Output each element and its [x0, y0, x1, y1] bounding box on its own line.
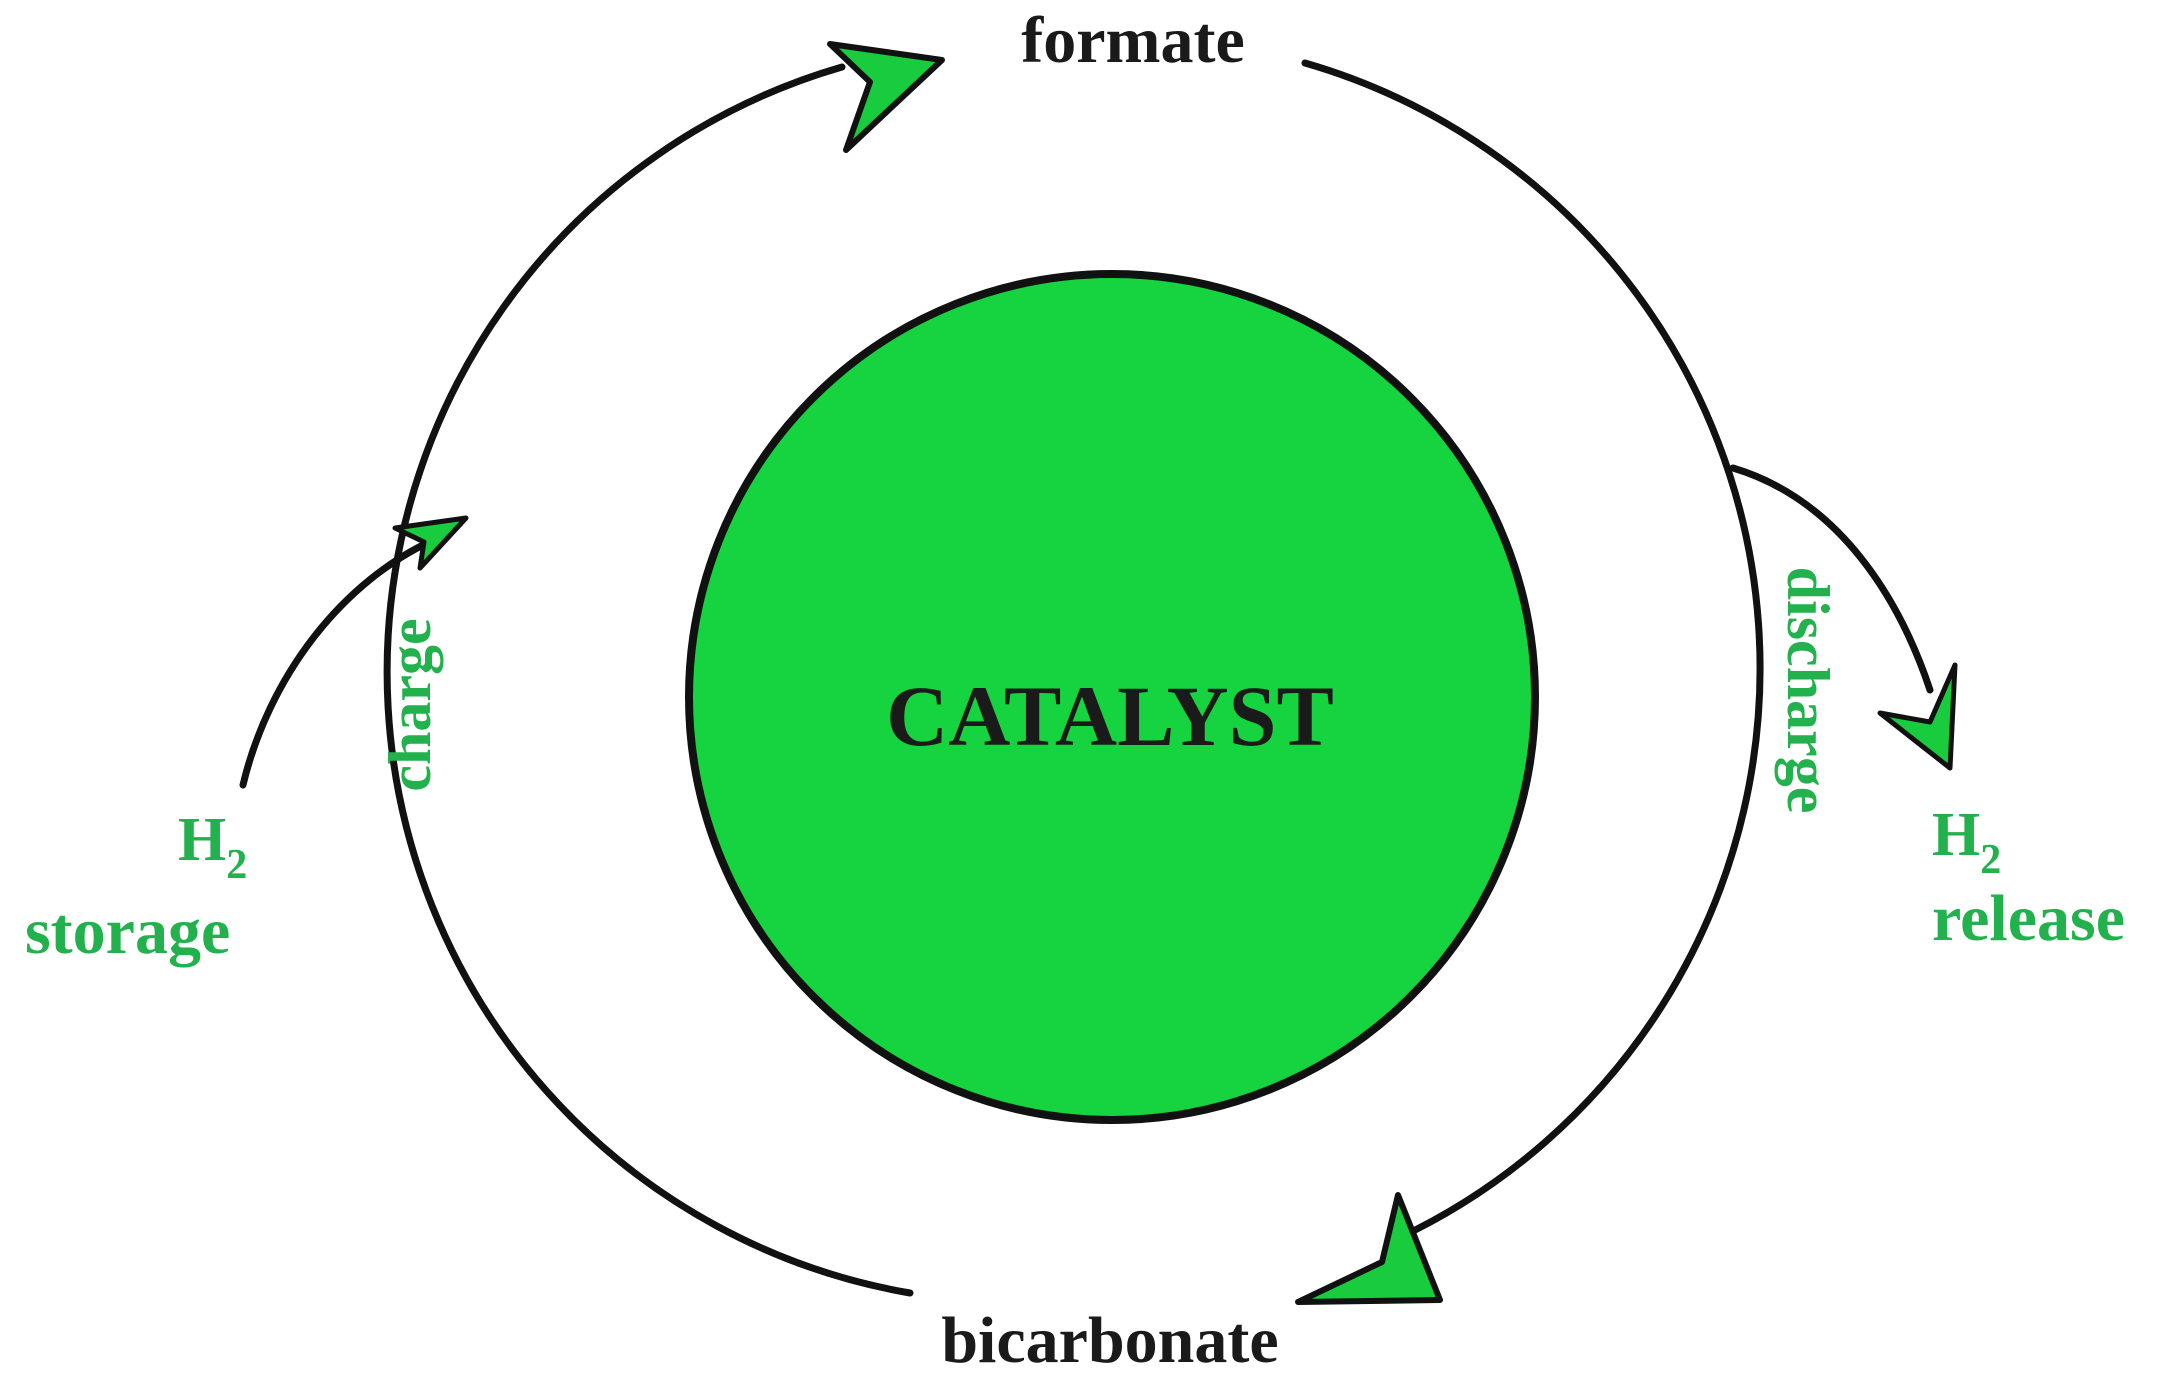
- h2-storage-word: storage: [25, 895, 230, 968]
- right-cycle-arc: [1301, 59, 1764, 1247]
- storage-input-arrow: [239, 533, 444, 789]
- discharge-label: discharge: [1775, 567, 1841, 814]
- bottom-right-arrowhead: [1295, 1192, 1443, 1305]
- formate-label: formate: [1021, 4, 1245, 77]
- catalyst-label: CATALYST: [886, 668, 1334, 764]
- h2-storage-formula: H2: [178, 806, 247, 888]
- bicarbonate-label: bicarbonate: [941, 1304, 1278, 1377]
- h2-release-word: release: [1932, 882, 2125, 955]
- top-left-arrowhead: [827, 41, 945, 153]
- charge-label: charge: [377, 618, 443, 791]
- release-arrowhead: [1877, 662, 1958, 771]
- release-output-arrow: [1729, 464, 1934, 694]
- left-cycle-arc: [383, 63, 914, 1297]
- catalyst-circle: [685, 270, 1539, 1124]
- storage-arrowhead: [392, 515, 469, 571]
- h2-release-formula: H2: [1932, 801, 2001, 883]
